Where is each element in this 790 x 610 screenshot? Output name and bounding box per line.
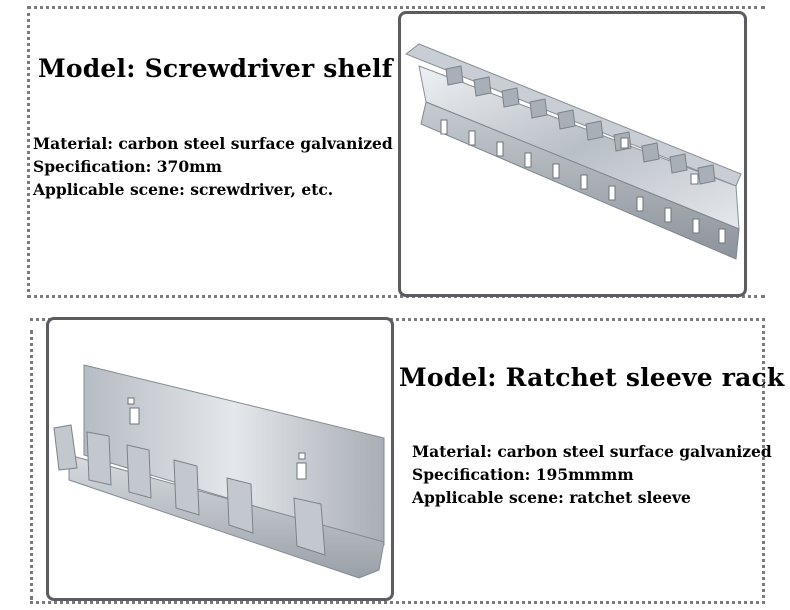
ratchet-sleeve-rack-illustration <box>53 364 385 579</box>
spec-specification: Specification: 195mmmm <box>412 465 634 484</box>
spec-applicable-scene: Applicable scene: ratchet sleeve <box>412 488 691 507</box>
ratchet-sleeve-rack-title: Model: Ratchet sleeve rack <box>399 363 785 392</box>
bottom-dotted-border <box>30 318 765 604</box>
screwdriver-shelf-title: Model: Screwdriver shelf <box>38 54 393 83</box>
bottom-left-dotted-edge <box>30 330 33 600</box>
screwdriver-shelf-specs: Material: carbon steel surface galvanize… <box>33 132 393 201</box>
screwdriver-shelf-image <box>398 11 747 297</box>
top-dotted-border <box>27 6 765 298</box>
ratchet-sleeve-rack-image <box>46 317 394 601</box>
screwdriver-shelf-illustration <box>404 43 742 260</box>
spec-specification: Specification: 370mm <box>33 157 222 176</box>
spec-applicable-scene: Applicable scene: screwdriver, etc. <box>33 180 334 199</box>
spec-material: Material: carbon steel surface galvanize… <box>412 442 772 461</box>
spec-material: Material: carbon steel surface galvanize… <box>33 134 393 153</box>
ratchet-sleeve-rack-specs: Material: carbon steel surface galvanize… <box>412 440 772 509</box>
